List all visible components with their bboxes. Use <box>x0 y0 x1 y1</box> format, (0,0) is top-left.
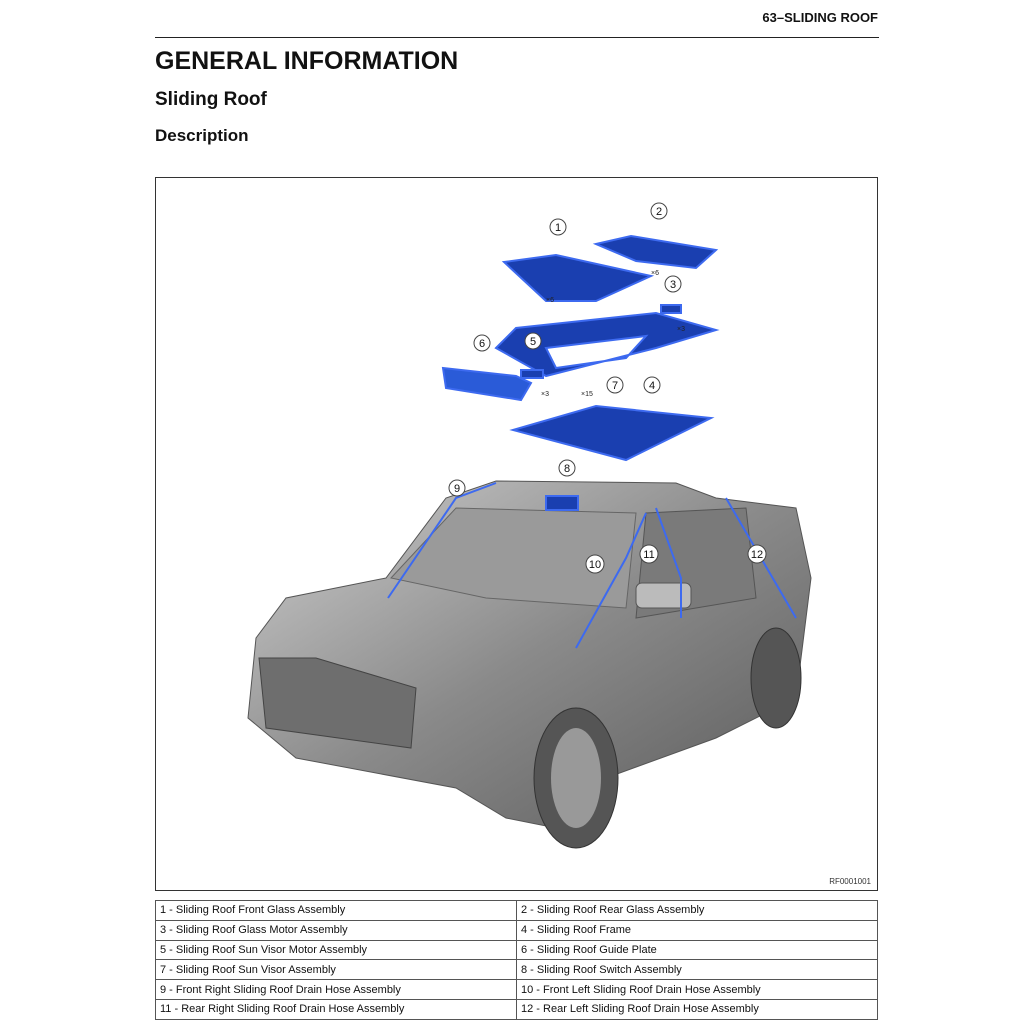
svg-text:×6: ×6 <box>546 297 554 304</box>
legend-cell: 11 - Rear Right Sliding Roof Drain Hose … <box>155 998 517 1020</box>
exploded-diagram: 1 2 3 4 5 6 7 8 9 10 11 12 ×6 ×6 ×3 ×3 ×… <box>155 177 878 891</box>
legend-row: 11 - Rear Right Sliding Roof Drain Hose … <box>155 998 878 1020</box>
page-title: GENERAL INFORMATION <box>155 47 459 75</box>
svg-text:11: 11 <box>643 549 654 561</box>
switch <box>545 495 579 511</box>
drain-hose-front-right <box>387 482 497 599</box>
legend-cell: 7 - Sliding Roof Sun Visor Assembly <box>155 959 517 981</box>
rear-glass <box>592 234 719 270</box>
legend-cell: 9 - Front Right Sliding Roof Drain Hose … <box>155 979 517 1000</box>
callout-11: 11 <box>639 544 659 564</box>
callout-6: 6 <box>473 334 491 352</box>
sun-visor <box>509 404 715 462</box>
callout-9: 9 <box>448 479 466 497</box>
diagram-illustration: 1 2 3 4 5 6 7 8 9 10 11 12 ×6 ×6 ×3 ×3 ×… <box>247 202 812 849</box>
svg-text:×15: ×15 <box>581 391 593 398</box>
front-glass <box>501 253 655 302</box>
callout-1: 1 <box>549 218 567 236</box>
section-heading: Description <box>155 126 249 145</box>
legend-cell: 6 - Sliding Roof Guide Plate <box>516 939 878 961</box>
callout-2: 2 <box>650 202 668 220</box>
vehicle-illustration <box>247 480 812 849</box>
callout-12: 12 <box>747 544 767 564</box>
legend-cell: 4 - Sliding Roof Frame <box>516 919 878 941</box>
figure-code: RF0001001 <box>829 877 871 886</box>
svg-text:2: 2 <box>656 206 662 218</box>
callout-10: 10 <box>585 554 605 574</box>
svg-text:7: 7 <box>612 380 618 392</box>
legend-cell: 10 - Front Left Sliding Roof Drain Hose … <box>516 979 878 1000</box>
legend-cell: 1 - Sliding Roof Front Glass Assembly <box>155 900 517 921</box>
legend-cell: 5 - Sliding Roof Sun Visor Motor Assembl… <box>155 939 517 961</box>
callout-4: 4 <box>643 376 661 394</box>
svg-text:×3: ×3 <box>677 326 685 333</box>
legend-cell: 12 - Rear Left Sliding Roof Drain Hose A… <box>516 998 878 1020</box>
quantity-labels: ×6 ×6 ×3 ×3 ×15 <box>541 270 685 398</box>
drain-hose-rear-right <box>655 507 682 618</box>
callouts: 1 2 3 4 5 6 7 8 9 10 11 12 <box>448 202 767 574</box>
roof-frame <box>494 311 720 378</box>
callout-3: 3 <box>664 275 682 293</box>
svg-text:9: 9 <box>454 483 460 495</box>
visor-motor <box>520 369 544 379</box>
guide-plate <box>441 366 533 402</box>
callout-8: 8 <box>558 459 576 477</box>
svg-text:3: 3 <box>670 279 676 291</box>
legend-row: 5 - Sliding Roof Sun Visor Motor Assembl… <box>155 939 878 961</box>
svg-text:10: 10 <box>589 559 601 571</box>
svg-text:6: 6 <box>479 338 485 350</box>
header-rule <box>155 37 879 38</box>
section-header: 63–SLIDING ROOF <box>762 10 878 25</box>
svg-text:8: 8 <box>564 463 570 475</box>
legend-row: 9 - Front Right Sliding Roof Drain Hose … <box>155 979 878 1000</box>
svg-text:12: 12 <box>751 549 763 561</box>
svg-text:5: 5 <box>530 336 536 348</box>
callout-5: 5 <box>524 332 542 350</box>
legend-cell: 8 - Sliding Roof Switch Assembly <box>516 959 878 981</box>
glass-motor <box>660 304 682 314</box>
callout-7: 7 <box>606 376 624 394</box>
svg-text:×6: ×6 <box>651 270 659 277</box>
page-subtitle: Sliding Roof <box>155 89 267 110</box>
legend-cell: 2 - Sliding Roof Rear Glass Assembly <box>516 900 878 921</box>
drain-hose-front-left <box>575 512 647 649</box>
legend-cell: 3 - Sliding Roof Glass Motor Assembly <box>155 919 517 941</box>
svg-text:4: 4 <box>649 380 655 392</box>
svg-text:×3: ×3 <box>541 391 549 398</box>
svg-text:1: 1 <box>555 222 561 234</box>
